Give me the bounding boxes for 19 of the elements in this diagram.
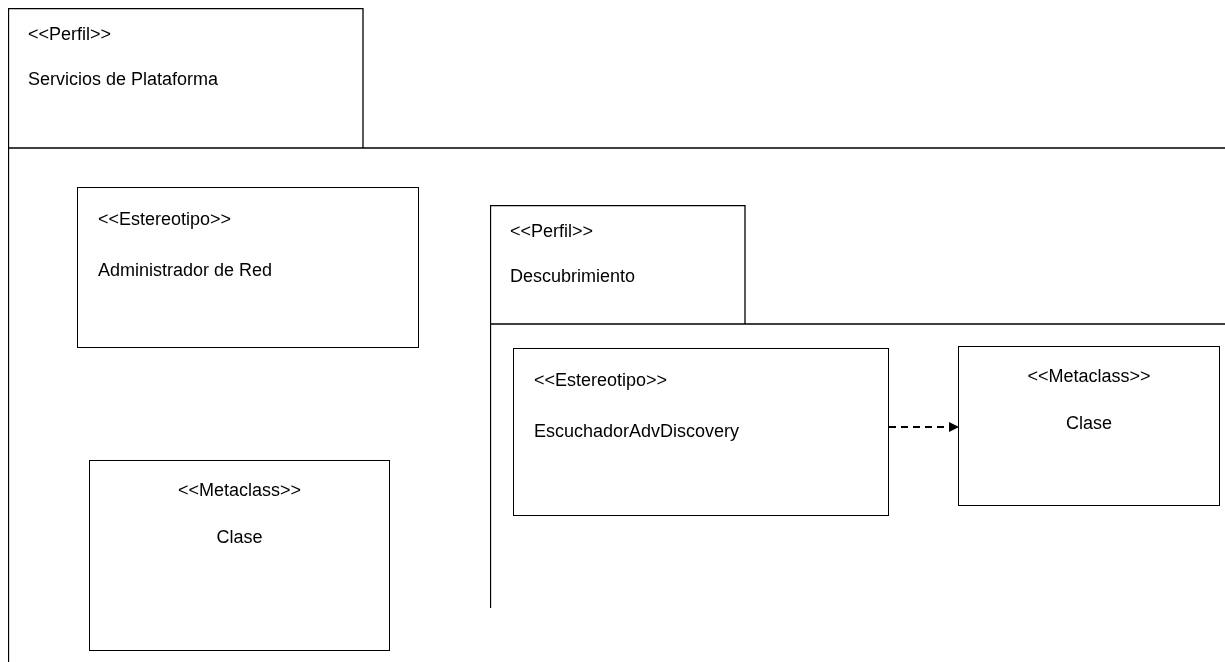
class-box (513, 348, 889, 516)
class-box (958, 346, 1220, 506)
package-symbol (8, 8, 1225, 662)
package-symbol (490, 205, 1225, 608)
class-name: Clase (1066, 411, 1112, 434)
stereotype-label: <<Estereotipo>> (98, 208, 232, 231)
stereotype-label: <<Metaclass>> (1027, 365, 1151, 388)
stereotype-label: <<Perfil>> (28, 23, 112, 46)
class-name: EscuchadorAdvDiscovery (534, 419, 740, 442)
stereotype-label: <<Perfil>> (510, 220, 594, 243)
stereotype-label: <<Estereotipo>> (534, 369, 668, 392)
class-name: Clase (216, 525, 263, 548)
package-name: Descubrimiento (510, 264, 636, 287)
package-name: Servicios de Plataforma (28, 67, 219, 90)
stereotype-label: <<Metaclass>> (177, 479, 302, 502)
class-name: Administrador de Red (98, 258, 273, 281)
class-box (89, 460, 390, 651)
class-box (77, 187, 419, 348)
dependency-arrow (888, 422, 959, 432)
